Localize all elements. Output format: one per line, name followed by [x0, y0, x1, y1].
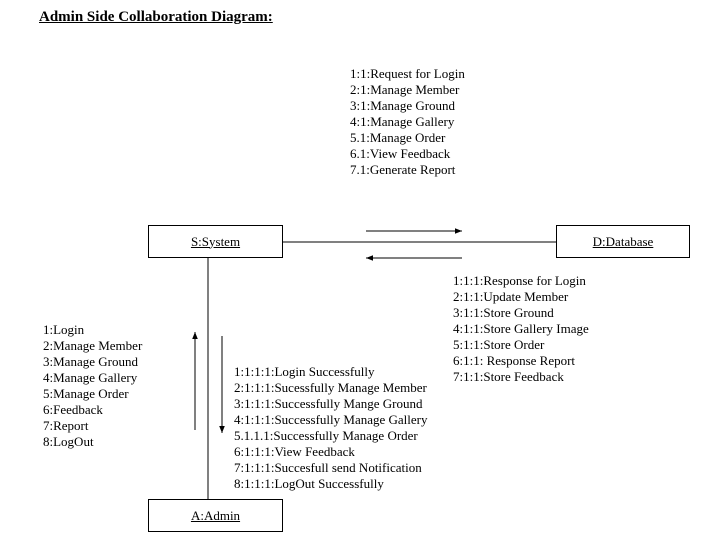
- message-item: 6:1:1: Response Report: [453, 353, 576, 368]
- message-item: 3:Manage Ground: [43, 354, 138, 369]
- message-item: 7.1:Generate Report: [350, 162, 456, 177]
- message-item: 8:1:1:1:LogOut Successfully: [234, 476, 384, 491]
- message-item: 5.1:Manage Order: [350, 130, 446, 145]
- object-system[interactable]: S:System: [148, 225, 283, 258]
- message-item: 1:1:1:1:Login Successfully: [234, 364, 375, 379]
- message-item: 5:1:1:Store Order: [453, 337, 545, 352]
- message-item: 2:1:1:1:Sucessfully Manage Member: [234, 380, 427, 395]
- message-item: 2:Manage Member: [43, 338, 143, 353]
- message-item: 8:LogOut: [43, 434, 94, 449]
- message-item: 5:Manage Order: [43, 386, 129, 401]
- message-item: 6:1:1:1:View Feedback: [234, 444, 355, 459]
- object-database-label: D:Database: [592, 233, 654, 249]
- message-item: 4:Manage Gallery: [43, 370, 138, 385]
- message-item: 1:1:Request for Login: [350, 66, 465, 81]
- object-admin[interactable]: A:Admin: [148, 499, 283, 532]
- message-item: 1:Login: [43, 322, 85, 337]
- message-item: 2:1:1:Update Member: [453, 289, 569, 304]
- message-item: 6.1:View Feedback: [350, 146, 451, 161]
- message-item: 7:1:1:Store Feedback: [453, 369, 564, 384]
- object-system-label: S:System: [190, 233, 241, 249]
- messages-database-to-system: 1:1:1:Response for Login 2:1:1:Update Me…: [453, 273, 589, 385]
- message-item: 4:1:Manage Gallery: [350, 114, 455, 129]
- object-admin-label: A:Admin: [190, 507, 241, 523]
- object-database[interactable]: D:Database: [556, 225, 690, 258]
- message-item: 2:1:Manage Member: [350, 82, 460, 97]
- messages-admin-to-system: 1:Login 2:Manage Member 3:Manage Ground …: [43, 322, 142, 450]
- message-item: 6:Feedback: [43, 402, 103, 417]
- message-item: 3:1:1:Store Ground: [453, 305, 554, 320]
- message-item: 4:1:1:1:Successfully Manage Gallery: [234, 412, 428, 427]
- diagram-title: Admin Side Collaboration Diagram:: [39, 9, 273, 25]
- messages-system-to-database: 1:1:Request for Login 2:1:Manage Member …: [350, 66, 465, 178]
- message-item: 4:1:1:Store Gallery Image: [453, 321, 589, 336]
- message-item: 7:Report: [43, 418, 89, 433]
- message-item: 5.1.1.1:Successfully Manage Order: [234, 428, 418, 443]
- message-item: 3:1:1:1:Successfully Mange Ground: [234, 396, 423, 411]
- message-item: 1:1:1:Response for Login: [453, 273, 586, 288]
- message-item: 3:1:Manage Ground: [350, 98, 456, 113]
- messages-system-to-admin: 1:1:1:1:Login Successfully 2:1:1:1:Suces…: [234, 364, 428, 492]
- message-item: 7:1:1:1:Succesfull send Notification: [234, 460, 422, 475]
